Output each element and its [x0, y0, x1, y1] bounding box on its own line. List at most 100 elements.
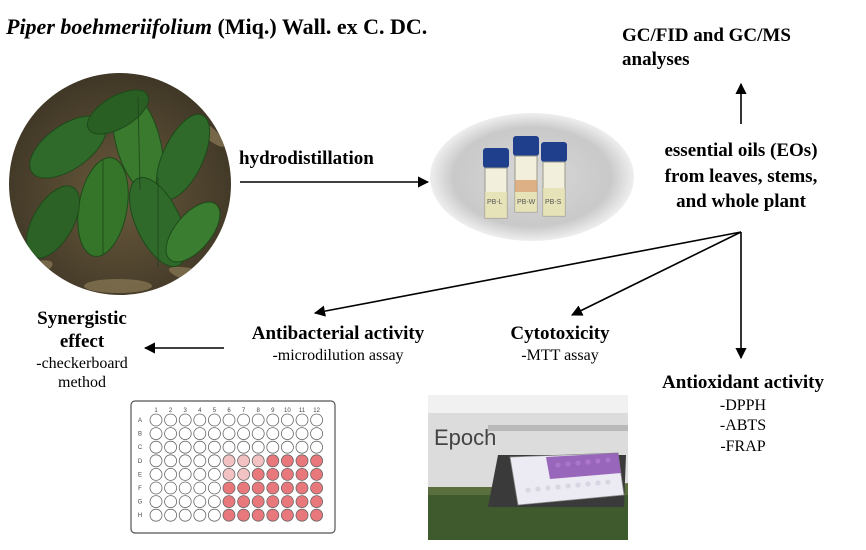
plate-row-label: E — [138, 472, 142, 478]
plate-well — [310, 413, 324, 427]
plate-well — [193, 454, 207, 468]
plate-well — [251, 413, 265, 427]
plate-well — [266, 495, 280, 508]
plate-well — [193, 481, 207, 495]
plate-well — [295, 481, 309, 495]
plate-well — [280, 440, 294, 454]
plate-col-label: 4 — [198, 408, 202, 414]
plate-well — [280, 481, 294, 495]
plate-well — [222, 508, 236, 522]
plate-well — [295, 495, 309, 508]
plate-well — [295, 440, 309, 454]
plate-well — [178, 413, 192, 427]
plate-well — [208, 481, 221, 495]
plate-well — [251, 495, 265, 508]
plate-well — [237, 427, 250, 440]
plate-col-label: 7 — [242, 408, 246, 414]
vial-right — [541, 142, 567, 217]
plate-well — [251, 454, 265, 468]
plate-well — [280, 468, 294, 481]
plate-col-label: 2 — [169, 408, 173, 414]
plate-well — [208, 454, 221, 468]
plate-well — [149, 495, 163, 508]
species-name: Piper boehmeriifolium — [6, 14, 212, 39]
plate-well — [310, 481, 324, 495]
plate-well — [178, 481, 192, 495]
plate-well — [222, 427, 236, 440]
plate-row-label: H — [138, 513, 142, 519]
plate-well — [237, 413, 250, 427]
plate-col-label: 10 — [284, 408, 291, 414]
plate-well — [222, 440, 236, 454]
reader-plate — [509, 452, 625, 506]
plate-well — [237, 468, 250, 481]
plate-row-label: F — [138, 486, 142, 492]
plate-well — [178, 427, 192, 440]
plate-well — [295, 427, 309, 440]
vial-label-1: PB-L — [487, 199, 503, 206]
plate-well — [164, 427, 177, 440]
antibacterial-activity: Antibacterial activity -microdilution as… — [251, 323, 425, 364]
plate-well — [208, 427, 221, 440]
plate-reader-photo: Epoch — [428, 395, 628, 540]
plate-well — [193, 440, 207, 454]
plate-well — [208, 468, 221, 481]
plate-well — [208, 440, 221, 454]
plate-well — [164, 440, 177, 454]
plate-well — [164, 454, 177, 468]
plate-col-label: 5 — [213, 408, 217, 414]
plate-well — [266, 413, 280, 427]
vial-label-2: PB-W — [517, 199, 536, 206]
plate-well — [178, 440, 192, 454]
plate-well — [208, 413, 221, 427]
plate-well — [295, 454, 309, 468]
plate-well — [164, 508, 177, 522]
plate-well — [280, 427, 294, 440]
hydrodistillation-label: hydrodistillation — [239, 148, 374, 169]
plate-well — [208, 495, 221, 508]
plate-well — [266, 440, 280, 454]
plate-well — [280, 454, 294, 468]
plate-well — [193, 508, 207, 522]
plate-col-label: 3 — [184, 408, 188, 414]
plate-col-label: 12 — [313, 408, 320, 414]
plate-well — [237, 454, 250, 468]
plate-well — [237, 495, 250, 508]
vial-label-3: PB-S — [545, 199, 562, 206]
plate-well — [178, 468, 192, 481]
plate-well — [251, 427, 265, 440]
plate-well — [149, 427, 163, 440]
plate-well — [164, 481, 177, 495]
plate-well — [164, 413, 177, 427]
plate-well — [310, 440, 324, 454]
plate-well — [310, 427, 324, 440]
gc-analyses: GC/FID and GC/MS analyses — [622, 25, 791, 70]
plate-well — [295, 468, 309, 481]
plate-well — [149, 481, 163, 495]
plate-well — [251, 481, 265, 495]
plate-well — [222, 413, 236, 427]
plate-well — [149, 454, 163, 468]
plate-row-label: B — [138, 432, 142, 438]
arrow-to-antibacterial — [313, 231, 742, 317]
plate-row-label: D — [138, 459, 143, 465]
plate-well — [208, 508, 221, 522]
title: Piper boehmeriifolium (Miq.) Wall. ex C.… — [6, 14, 427, 39]
plate-well — [178, 508, 192, 522]
plate-well — [193, 427, 207, 440]
plate-well — [222, 481, 236, 495]
plate-col-label: 8 — [257, 408, 261, 414]
plate-well — [237, 440, 250, 454]
plate-well — [280, 495, 294, 508]
synergistic-effect: Synergistic effect -checkerboard method — [36, 308, 128, 391]
plate-col-label: 6 — [227, 408, 231, 414]
plate-well — [266, 427, 280, 440]
plate-well — [178, 454, 192, 468]
plate-well — [222, 468, 236, 481]
plate-well — [193, 495, 207, 508]
plate-well — [222, 495, 236, 508]
plate-row-label: C — [138, 445, 143, 451]
plate-well — [193, 413, 207, 427]
